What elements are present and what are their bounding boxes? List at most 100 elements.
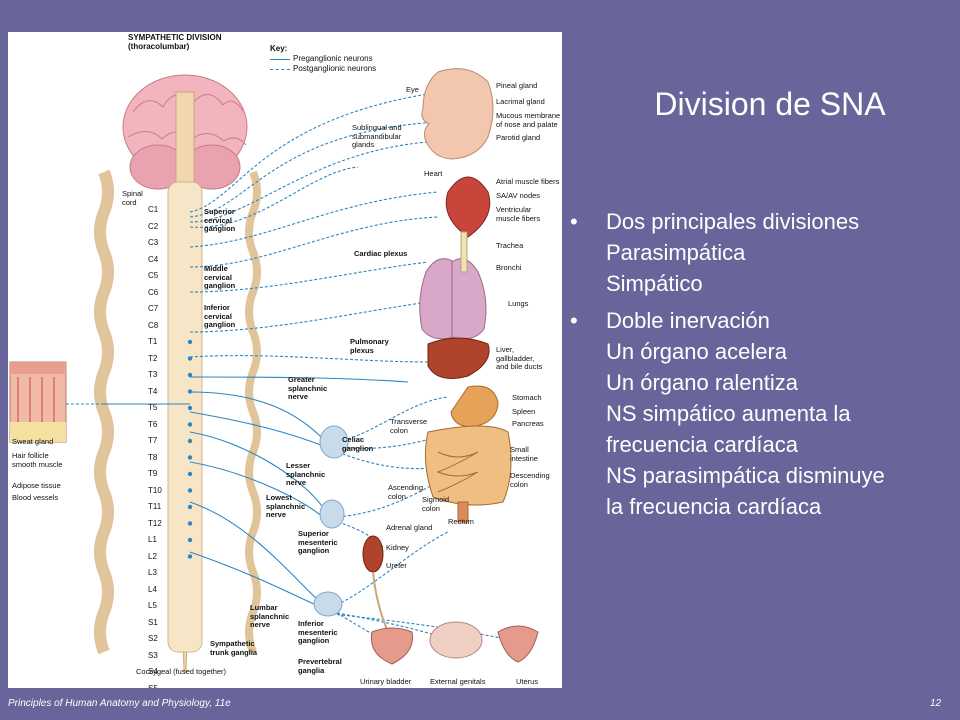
label-lungs: Lungs [508, 299, 529, 308]
spinal-level-label: C2 [148, 221, 159, 231]
bullet-line: NS parasimpática disminuye [606, 463, 885, 488]
spinal-level-label: T7 [148, 436, 158, 445]
spinal-level-label: L1 [148, 535, 157, 544]
label-adipose: Adipose tissue [12, 481, 61, 490]
sympathetic-division-diagram [9, 68, 539, 673]
spinal-level-label: L2 [148, 551, 157, 561]
bullet-line: Dos principales divisiones [606, 209, 860, 234]
slide-title: Division de SNA [654, 86, 886, 122]
label-ventricular: Ventricular muscle fibers [496, 205, 541, 223]
nerve-dot [187, 455, 193, 460]
nerve-dot [187, 504, 193, 510]
label-lumbar-splanchnic: Lumbar splanchnic nerve [250, 603, 290, 629]
bullet-list: • Dos principales divisiones Parasimpáti… [570, 206, 955, 528]
label-trachea: Trachea [496, 241, 524, 250]
label-blood-vessels: Blood vessels [12, 493, 59, 502]
label-bladder: Urinary bladder [360, 677, 412, 686]
spinal-level-label: T5 [148, 403, 158, 412]
spinal-level-label: C8 [148, 320, 159, 330]
label-greater-splanchnic: Greater splanchnic nerve [288, 375, 328, 401]
pelvic-organs-illustration [370, 621, 539, 665]
label-pineal: Pineal gland [496, 81, 538, 90]
spinal-level-label: C7 [148, 304, 159, 313]
digestive-illustration [424, 385, 512, 523]
label-liver: Liver, gallbladder, and bile ducts [496, 345, 543, 371]
nerve-dot [187, 356, 193, 361]
label-lacrimal: Lacrimal gland [496, 97, 545, 106]
label-bronchi: Bronchi [496, 263, 522, 272]
label-inferior-cervical: Inferior cervical ganglion [204, 303, 236, 329]
spinal-level-label: T8 [148, 452, 158, 462]
label-pancreas: Pancreas [512, 419, 544, 428]
ganglia [313, 425, 349, 617]
footer-citation: Principles of Human Anatomy and Physiolo… [8, 698, 231, 709]
label-atrial: Atrial muscle fibers [496, 177, 560, 186]
label-sa-av: SA/AV nodes [496, 191, 541, 200]
spinal-level-label: T3 [148, 370, 158, 379]
figure-title-line2: (thoracolumbar) [128, 42, 190, 51]
label-middle-cervical: Middle cervical ganglion [204, 264, 236, 290]
spinal-level-label: L4 [148, 584, 157, 594]
spinal-level-label: T10 [148, 485, 162, 495]
nerve-dot [187, 422, 193, 427]
label-cardiac-plexus: Cardiac plexus [354, 249, 408, 258]
anatomy-figure: SYMPATHETIC DIVISION (thoracolumbar) Key… [8, 32, 562, 688]
label-prevertebral: Prevertebral ganglia [298, 657, 342, 675]
nerve-dot [187, 372, 193, 378]
bullet-symbol: • [570, 308, 578, 333]
solid-line-icon [270, 58, 290, 60]
bullet-line: NS simpático aumenta la [606, 401, 851, 426]
label-spleen: Spleen [512, 407, 536, 416]
spinal-level-label: C1 [148, 205, 159, 214]
spinal-level-label: S3 [148, 650, 158, 660]
label-inferior-mesenteric: Inferior mesenteric ganglion [298, 619, 338, 645]
label-hair-follicle: Hair follicle smooth muscle [12, 451, 63, 469]
spinal-level-label: C5 [148, 271, 159, 280]
nerve-dot [187, 471, 193, 477]
nerve-dot [187, 554, 193, 559]
label-sweat-gland: Sweat gland [12, 437, 54, 446]
bullet-line: Parasimpática [606, 240, 746, 265]
nerve-dot [187, 537, 193, 543]
label-sublingual: Sublingual and submandibular glands [352, 123, 402, 149]
label-sigmoid-colon: Sigmoid colon [422, 495, 450, 513]
key-postganglionic-label: Postganglionic neurons [293, 64, 377, 73]
spinal-level-label: T6 [148, 419, 158, 429]
bullet-line: Un órgano acelera [606, 339, 788, 364]
heart-illustration [445, 176, 491, 238]
label-uterus: Uterus [516, 677, 539, 686]
page-number: 12 [930, 698, 942, 709]
nerve-fibers [26, 93, 519, 653]
spinal-level-label: S5 [148, 683, 158, 688]
spinal-level-label: T9 [148, 469, 158, 478]
label-superior-cervical: Superior cervical ganglion [204, 207, 236, 233]
label-mucous: Mucous membrane of nose and palate [496, 111, 561, 129]
spinal-level-label: L3 [148, 568, 157, 577]
spinal-level-label: T4 [148, 386, 158, 396]
spinal-level-label: C4 [148, 254, 159, 264]
spinal-level-label: S1 [148, 617, 158, 627]
spinal-level-label: T11 [148, 502, 162, 511]
spinal-level-label: T12 [148, 518, 162, 528]
nerve-dot [187, 521, 193, 526]
spinal-level-label: T1 [148, 337, 158, 346]
spinal-level-label: S2 [148, 634, 158, 643]
spinal-level-label: L5 [148, 601, 157, 610]
label-parotid: Parotid gland [496, 133, 541, 142]
label-spinal-cord: Spinal cord [122, 189, 143, 207]
bullet-line: Doble inervación [606, 308, 770, 333]
label-sympathetic-trunk: Sympathetic trunk ganglia [210, 639, 258, 657]
sympathetic-chain-right [245, 170, 261, 654]
sympathetic-chain-left [94, 169, 114, 655]
label-stomach: Stomach [512, 393, 542, 402]
bullet-item: • Dos principales divisiones Parasimpáti… [570, 206, 955, 299]
nerve-dot [187, 389, 193, 394]
bullet-line: Un órgano ralentiza [606, 370, 799, 395]
nerve-dot [187, 405, 193, 411]
label-genitals: External genitals [430, 677, 486, 686]
label-pulmonary-plexus: Pulmonary plexus [350, 337, 389, 355]
nerve-dot [187, 339, 193, 345]
label-ureter: Ureter [386, 561, 407, 570]
label-lesser-splanchnic: Lesser splanchnic nerve [286, 461, 326, 487]
label-superior-mesenteric: Superior mesenteric ganglion [298, 529, 338, 555]
